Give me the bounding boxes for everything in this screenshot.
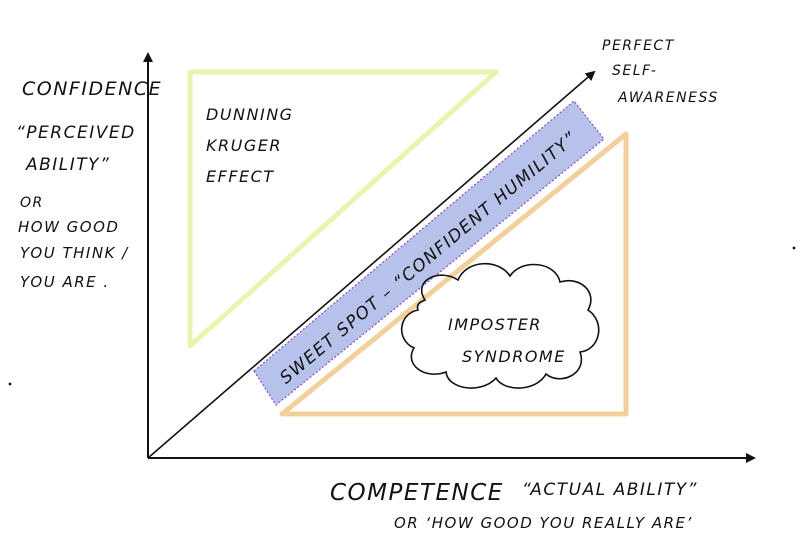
stray-dot [8, 382, 12, 386]
imposter-label-line-1: IMPOSTER [448, 315, 542, 334]
dunning-kruger-triangle [187, 69, 499, 349]
y-axis-title: CONFIDENCE [22, 78, 162, 100]
sweet-spot-band [253, 100, 605, 406]
perfect-label-line-3: AWARENESS [617, 90, 719, 106]
perfect-label-line-2: SELF- [612, 63, 657, 79]
perfect-self-awareness-line [147, 70, 596, 459]
dunning-kruger-label-line-1: DUNNING [206, 105, 294, 124]
x-axis-desc: OR ‘HOW GOOD YOU REALLY ARE’ [394, 514, 693, 532]
imposter-label-line-2: SYNDROME [462, 347, 566, 366]
dunning-kruger-label-line-3: EFFECT [206, 167, 275, 186]
y-axis-desc-line-1: HOW GOOD [18, 218, 119, 236]
stray-dot [792, 246, 796, 250]
y-axis-desc-line-2: YOU THINK / [20, 244, 129, 262]
x-axis-title: COMPETENCE [330, 480, 504, 506]
dunning-kruger-label-line-2: KRUGER [206, 136, 282, 155]
x-axis-subtitle: “ACTUAL ABILITY” [522, 480, 698, 500]
y-axis-desc-line-3: YOU ARE . [20, 273, 110, 291]
y-axis-subtitle-line-2: ABILITY” [25, 155, 110, 175]
y-axis-or: OR [20, 195, 44, 211]
imposter-syndrome-triangle [279, 131, 629, 417]
imposter-syndrome-cloud [400, 262, 600, 389]
y-axis-subtitle-line-1: “PERCEIVED [16, 123, 136, 143]
perfect-label-line-1: PERFECT [602, 38, 675, 54]
